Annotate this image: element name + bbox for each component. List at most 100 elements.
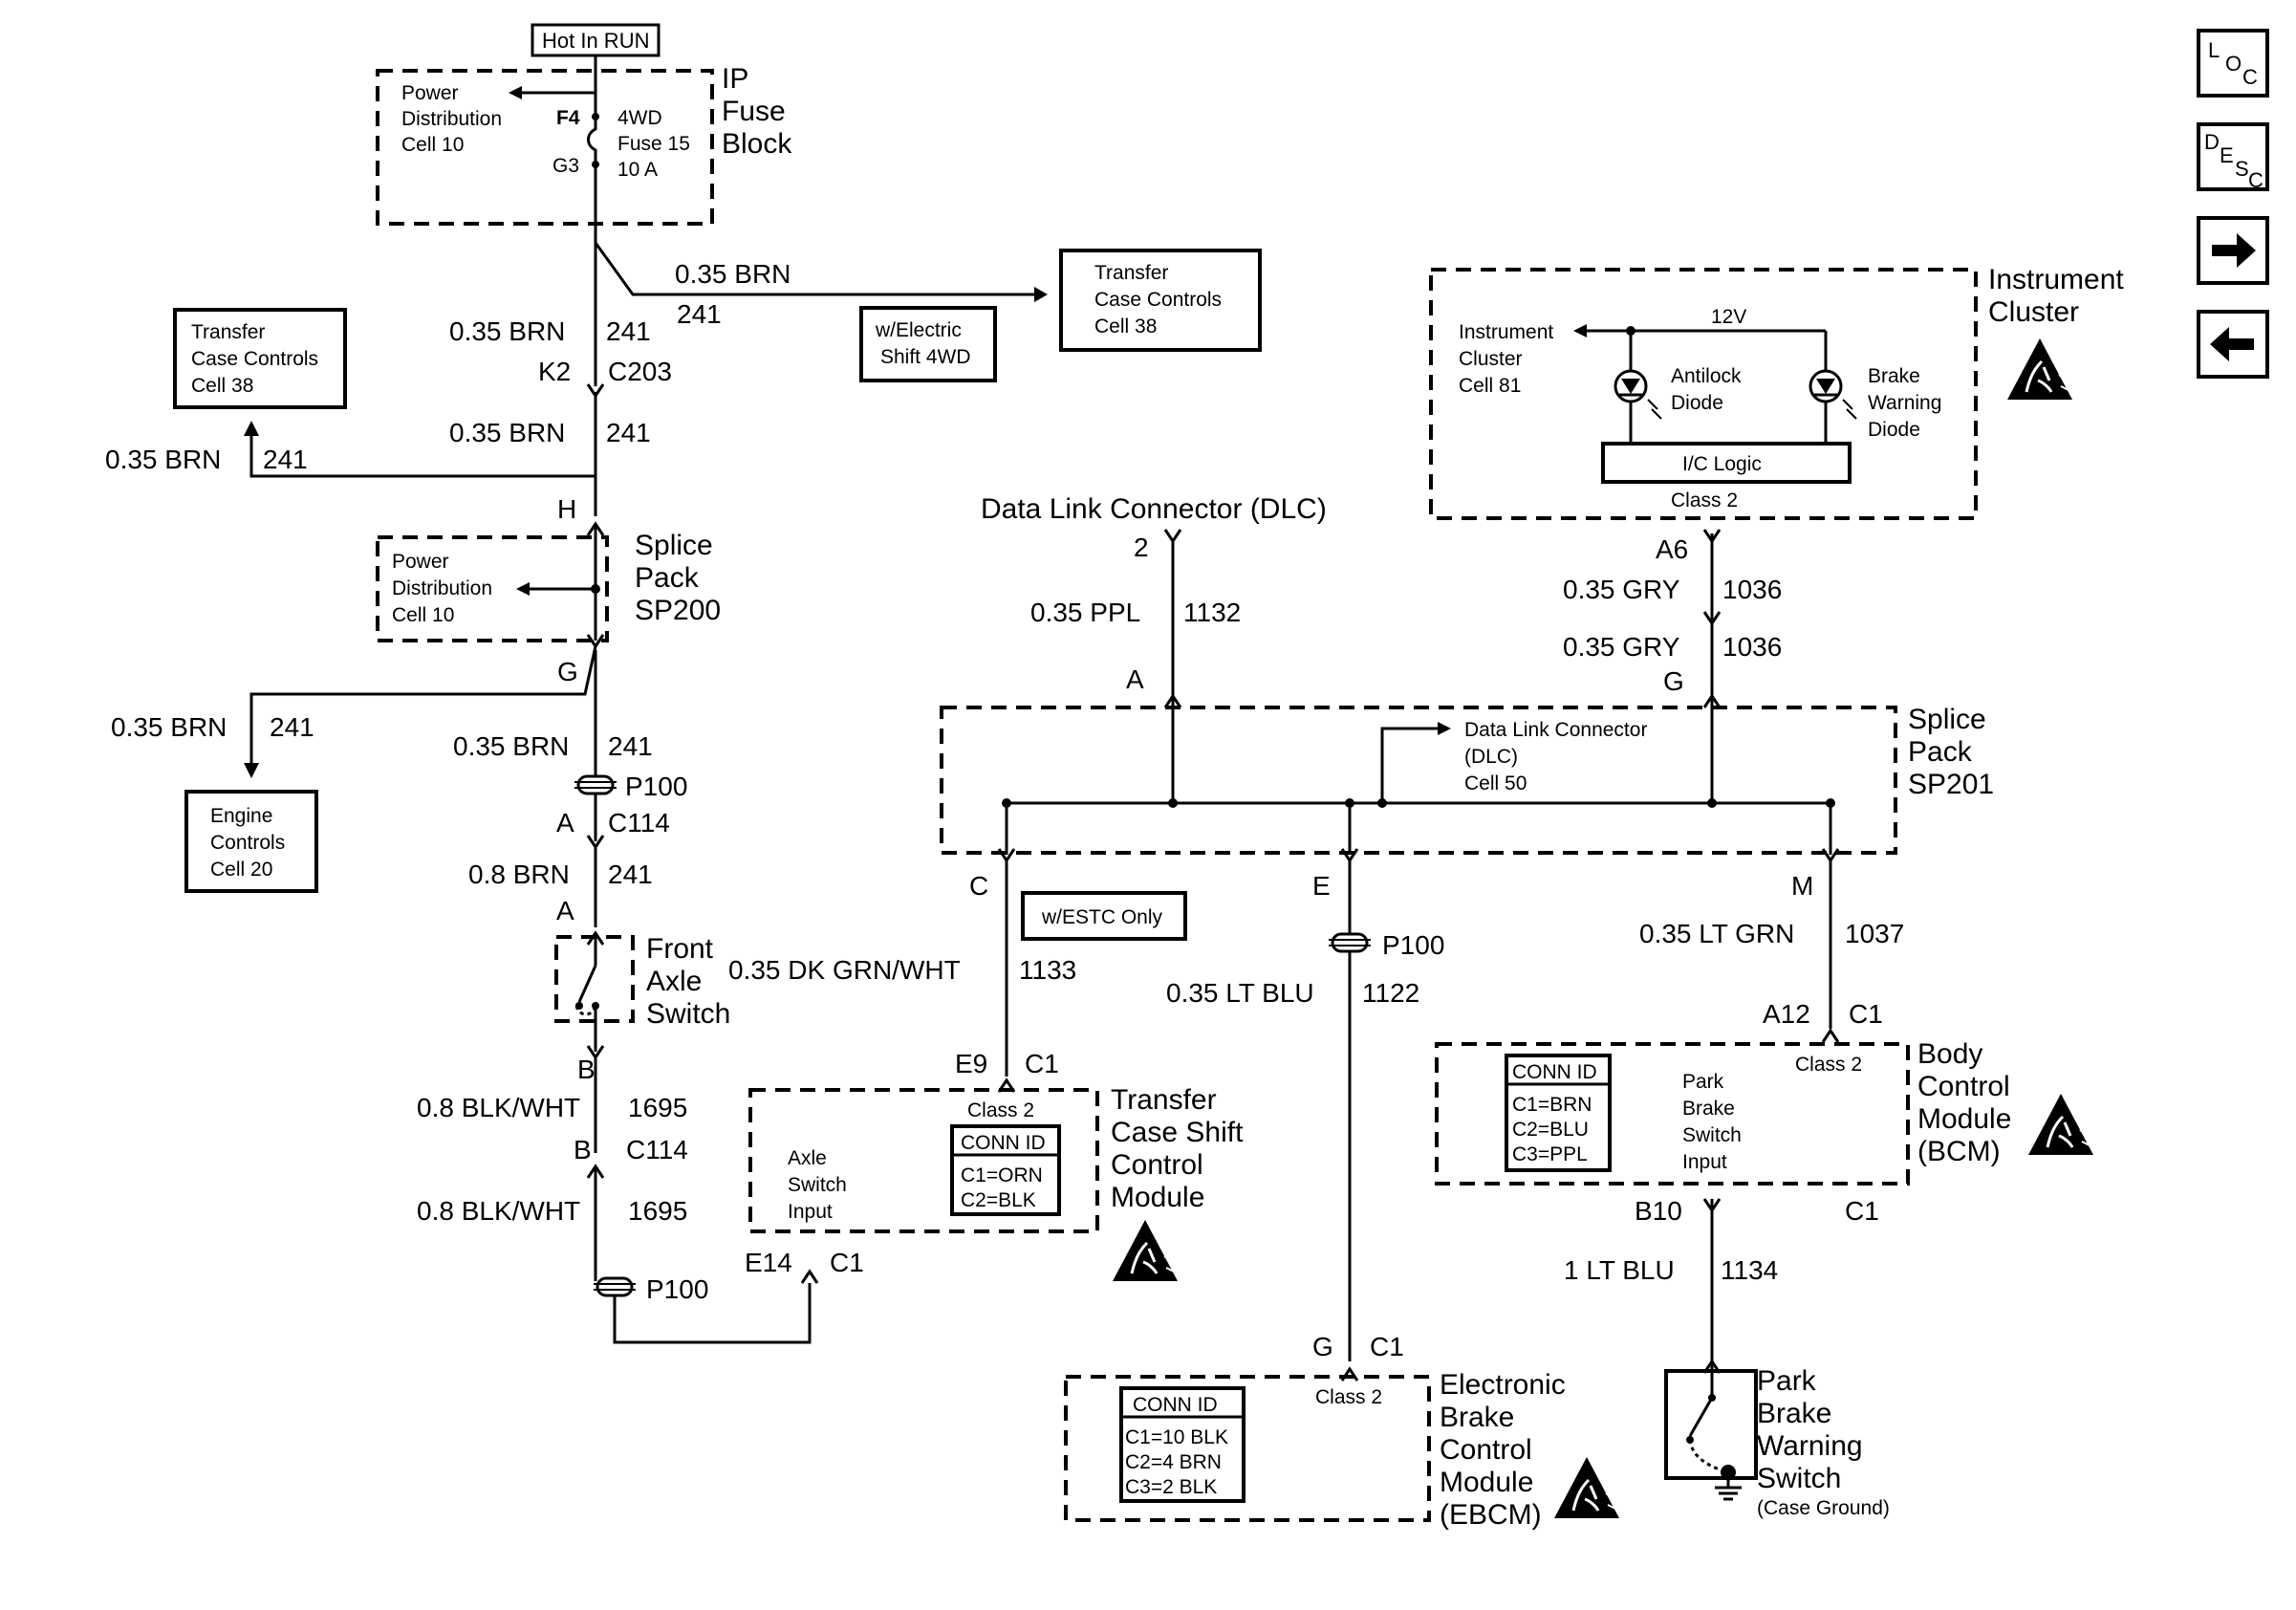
svg-text:Case Shift: Case Shift — [1111, 1117, 1244, 1148]
circuit-label: 1122 — [1362, 978, 1419, 1008]
svg-text:SP200: SP200 — [635, 595, 721, 626]
svg-text:Brake: Brake — [1757, 1398, 1831, 1429]
circuit-label: 241 — [270, 712, 314, 742]
svg-text:Input: Input — [788, 1201, 833, 1223]
svg-text:C2=BLK: C2=BLK — [961, 1189, 1036, 1211]
circuit-label: 1134 — [1721, 1255, 1778, 1285]
wire-label: 0.35 DK GRN/WHT — [728, 955, 961, 985]
pin-label: C — [969, 871, 988, 901]
wire-label: 0.35 BRN — [675, 259, 791, 289]
circuit-label: 1695 — [628, 1196, 687, 1226]
svg-text:Warning: Warning — [1868, 392, 1941, 414]
circuit-label: 241 — [608, 731, 653, 761]
svg-text:Control: Control — [1917, 1071, 2010, 1102]
svg-text:Case Controls: Case Controls — [1094, 289, 1222, 311]
svg-text:Block: Block — [722, 128, 792, 160]
svg-text:Antilock: Antilock — [1671, 365, 1742, 387]
svg-text:Fuse: Fuse — [722, 96, 786, 127]
wire-label: 0.35 BRN — [449, 418, 565, 447]
pin-label: E — [1312, 871, 1331, 901]
wire-label: 0.35 BRN — [105, 445, 221, 474]
svg-text:Transfer: Transfer — [191, 321, 265, 343]
svg-text:Instrument: Instrument — [1988, 264, 2124, 295]
svg-text:Brake: Brake — [1682, 1098, 1735, 1120]
svg-text:Diode: Diode — [1671, 392, 1723, 414]
svg-text:Switch: Switch — [1682, 1124, 1742, 1146]
esd-warning-icon — [1111, 1218, 1180, 1283]
pin-label: A — [1126, 664, 1144, 694]
pin-label: 2 — [1134, 533, 1149, 562]
wire-241-tcc-branch — [249, 426, 596, 478]
esd-warning-icon — [2026, 1092, 2095, 1157]
wire-label: 0.8 BLK/WHT — [417, 1093, 580, 1122]
svg-text:w/Electric: w/Electric — [875, 319, 962, 341]
wire-label: 0.35 BRN — [449, 316, 565, 346]
desc-button[interactable]: D E S C — [2197, 122, 2269, 192]
svg-text:Brake: Brake — [1868, 365, 1920, 387]
svg-text:Module: Module — [1917, 1103, 2011, 1135]
hot-in-run-label: Hot In RUN — [531, 23, 661, 57]
svg-text:Case Controls: Case Controls — [191, 348, 318, 370]
p100-connector-icon — [573, 774, 618, 795]
svg-text:Instrument: Instrument — [1459, 321, 1553, 343]
desc-letter-s: S — [2235, 157, 2249, 181]
option-estc: w/ESTC Only — [1021, 891, 1187, 941]
esd-warning-icon — [1552, 1455, 1621, 1520]
loc-button[interactable]: L O C — [2197, 29, 2269, 98]
svg-text:C3=2 BLK: C3=2 BLK — [1125, 1476, 1217, 1498]
svg-text:Cell 81: Cell 81 — [1459, 375, 1521, 397]
svg-text:Cluster: Cluster — [1988, 296, 2079, 328]
pin-label: A — [556, 808, 574, 838]
wire-label: 0.35 BRN — [453, 731, 569, 761]
pin-label: A — [556, 896, 574, 925]
pin-label: M — [1791, 871, 1813, 901]
svg-text:4WD: 4WD — [617, 107, 662, 129]
svg-text:Control: Control — [1111, 1149, 1203, 1181]
dlc-title: Data Link Connector (DLC) — [981, 493, 1327, 525]
svg-text:C3=PPL: C3=PPL — [1512, 1143, 1588, 1165]
desc-letter-e: E — [2220, 143, 2234, 167]
svg-text:Distribution: Distribution — [392, 577, 492, 599]
electronic-brake-control-module: Class 2 CONN ID C1=10 BLK C2=4 BRN C3=2 … — [1064, 1369, 1566, 1531]
svg-text:Cell 50: Cell 50 — [1464, 772, 1527, 794]
circuit-label: 241 — [608, 859, 653, 889]
svg-text:Transfer: Transfer — [1094, 262, 1168, 284]
svg-text:Front: Front — [646, 933, 714, 965]
circuit-label: 241 — [606, 418, 651, 447]
connector-label: P100 — [1382, 930, 1444, 960]
body-control-module: Class 2 CONN ID C1=BRN C2=BLU C3=PPL Par… — [1435, 1038, 2011, 1186]
svg-text:Pack: Pack — [1908, 736, 1973, 768]
svg-text:Splice: Splice — [635, 530, 713, 561]
circuit-label: 1036 — [1722, 632, 1782, 662]
connector-label: P100 — [646, 1274, 708, 1304]
svg-text:C1=BRN: C1=BRN — [1512, 1094, 1592, 1116]
conn-id-title: CONN ID — [1512, 1061, 1597, 1083]
conn-id-title: CONN ID — [1133, 1394, 1218, 1416]
wire-label: 0.35 GRY — [1563, 575, 1680, 604]
svg-text:(EBCM): (EBCM) — [1440, 1499, 1542, 1531]
p100-connector-icon — [592, 1276, 638, 1297]
svg-text:Cell 38: Cell 38 — [191, 375, 253, 397]
pin-label: E14 — [745, 1248, 792, 1277]
splice-pack-sp201: Splice Pack SP201 Data Link Connector (D… — [940, 696, 1994, 855]
connector-label: C114 — [626, 1135, 688, 1164]
pin-label: K2 — [538, 357, 571, 386]
svg-text:Brake: Brake — [1440, 1402, 1514, 1433]
svg-text:Park: Park — [1682, 1071, 1724, 1093]
svg-text:Axle: Axle — [646, 966, 702, 997]
svg-text:Class 2: Class 2 — [1315, 1386, 1382, 1408]
engine-controls-box: Engine Controls Cell 20 — [184, 790, 318, 893]
svg-text:Fuse 15: Fuse 15 — [617, 133, 690, 155]
right-arrow-icon — [2212, 233, 2256, 268]
next-page-button[interactable] — [2197, 216, 2269, 285]
circuit-label: 1695 — [628, 1093, 687, 1122]
loc-letter-o: O — [2225, 52, 2242, 76]
prev-page-button[interactable] — [2197, 310, 2269, 379]
pin-label: A6 — [1656, 534, 1688, 564]
svg-text:Cell 10: Cell 10 — [392, 604, 454, 626]
pin-label: B10 — [1635, 1196, 1682, 1226]
wire-label: 0.35 LT BLU — [1166, 978, 1314, 1008]
p100-connector-icon — [1327, 932, 1373, 953]
loc-letter-c: C — [2242, 65, 2258, 89]
svg-text:Controls: Controls — [210, 832, 285, 854]
